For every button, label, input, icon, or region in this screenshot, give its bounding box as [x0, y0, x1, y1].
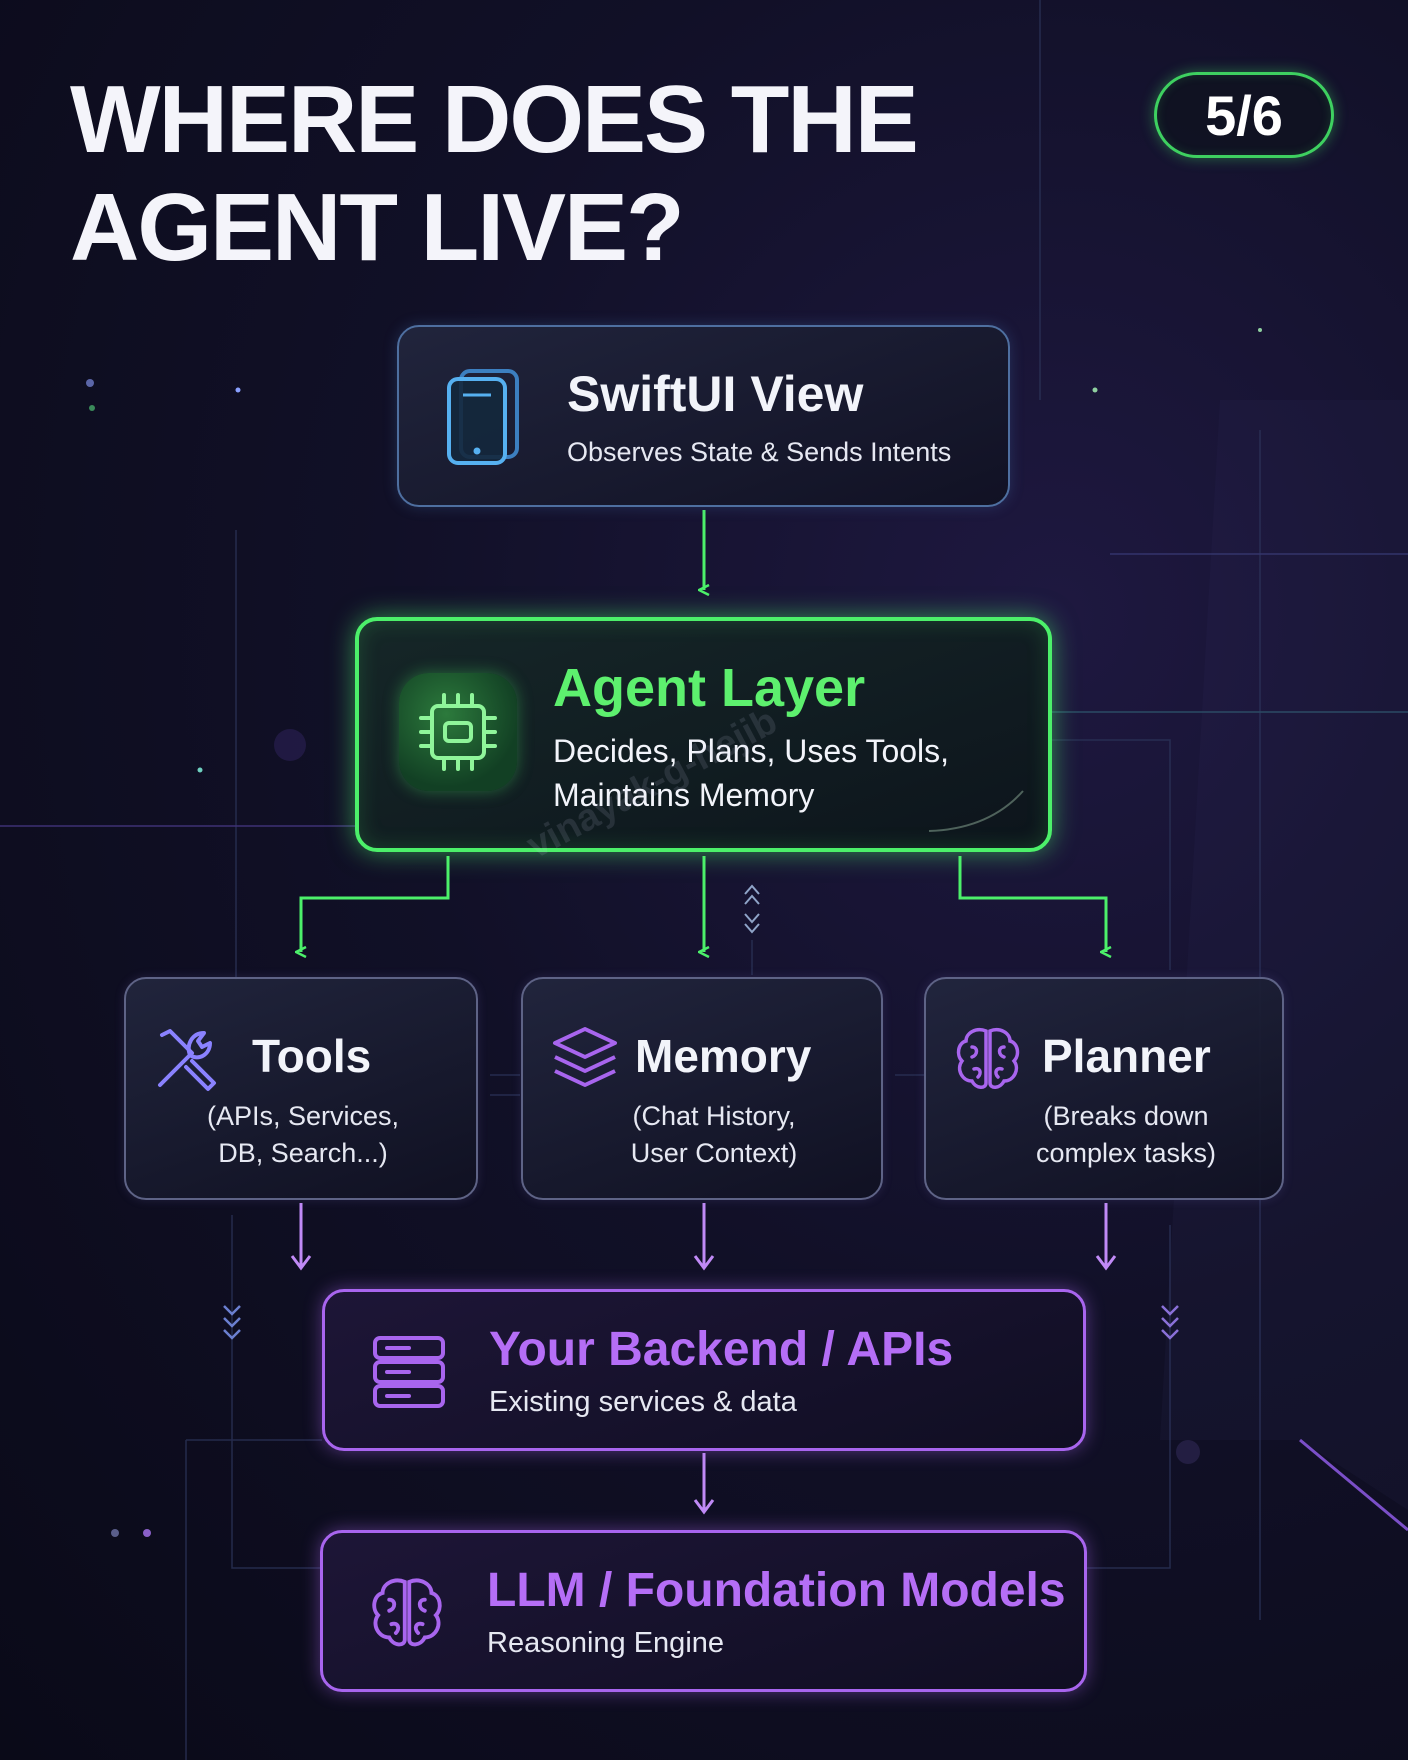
side-chevrons-left	[223, 1305, 241, 1340]
decorative-swoosh	[928, 790, 1024, 832]
connector-agent-to-tools	[301, 856, 450, 952]
background-diagonal-shape	[1160, 400, 1408, 1510]
connector-agent-to-planner	[958, 856, 1106, 952]
node-tools-description-line-1: (APIs, Services,	[206, 1101, 400, 1131]
node-planner-title: Planner	[1042, 1030, 1211, 1082]
node-llm-title: LLM / Foundation Models	[487, 1564, 1066, 1617]
node-agent-title: Agent Layer	[553, 658, 866, 718]
node-tools-title: Tools	[252, 1030, 372, 1082]
connector-memory-to-backend	[693, 1203, 715, 1271]
brain-icon	[372, 1578, 442, 1647]
chip-icon	[419, 693, 497, 771]
node-llm-subtitle: Reasoning Engine	[487, 1627, 725, 1659]
node-memory-description-line-2: User Context)	[630, 1138, 798, 1168]
brain-icon	[956, 1028, 1020, 1089]
page-title-line-2: AGENT LIVE?	[70, 174, 685, 281]
side-chevrons-right	[1161, 1305, 1179, 1340]
node-agent-layer: Agent Layer Decides, Plans, Uses Tools, …	[355, 617, 1052, 852]
node-tools: Tools (APIs, Services, DB, Search...)	[124, 977, 478, 1200]
server-icon	[373, 1336, 445, 1408]
node-tools-description-line-2: DB, Search...)	[218, 1138, 388, 1168]
node-swiftui-view: SwiftUI View Observes State & Sends Inte…	[397, 325, 1010, 507]
page-title-line-1: WHERE DOES THE	[70, 66, 919, 173]
node-memory-title: Memory	[635, 1030, 812, 1082]
node-backend-apis: Your Backend / APIs Existing services & …	[322, 1289, 1086, 1451]
connector-planner-to-backend	[1095, 1203, 1117, 1271]
node-backend-title: Your Backend / APIs	[489, 1323, 954, 1376]
page-title: WHERE DOES THE AGENT LIVE?	[70, 66, 919, 282]
node-swiftui-title: SwiftUI View	[567, 366, 864, 422]
connector-backend-to-llm	[693, 1453, 715, 1515]
layers-icon	[553, 1027, 617, 1087]
node-planner-description-line-1: (Breaks down	[1043, 1101, 1209, 1131]
node-agent-description-line-2: Maintains Memory	[553, 777, 815, 813]
background-dots	[86, 328, 1262, 1537]
connector-tools-to-backend	[290, 1203, 312, 1271]
node-planner: Planner (Breaks down complex tasks)	[924, 977, 1284, 1200]
tools-icon	[158, 1029, 216, 1091]
phone-icon	[447, 369, 519, 465]
node-agent-description-line-1: Decides, Plans, Uses Tools,	[553, 733, 950, 769]
node-swiftui-subtitle: Observes State & Sends Intents	[567, 437, 952, 467]
chip-icon-tile	[399, 673, 517, 791]
page-indicator-badge: 5/6	[1154, 72, 1334, 158]
node-backend-subtitle: Existing services & data	[489, 1386, 797, 1418]
background-diagonal-accent	[1299, 1438, 1408, 1532]
node-memory: Memory (Chat History, User Context)	[521, 977, 883, 1200]
node-memory-description-line-1: (Chat History,	[632, 1101, 796, 1131]
bidirectional-chevrons	[744, 884, 760, 934]
node-llm-foundation-models: LLM / Foundation Models Reasoning Engine	[320, 1530, 1087, 1692]
node-planner-description-line-2: complex tasks)	[1035, 1138, 1217, 1168]
